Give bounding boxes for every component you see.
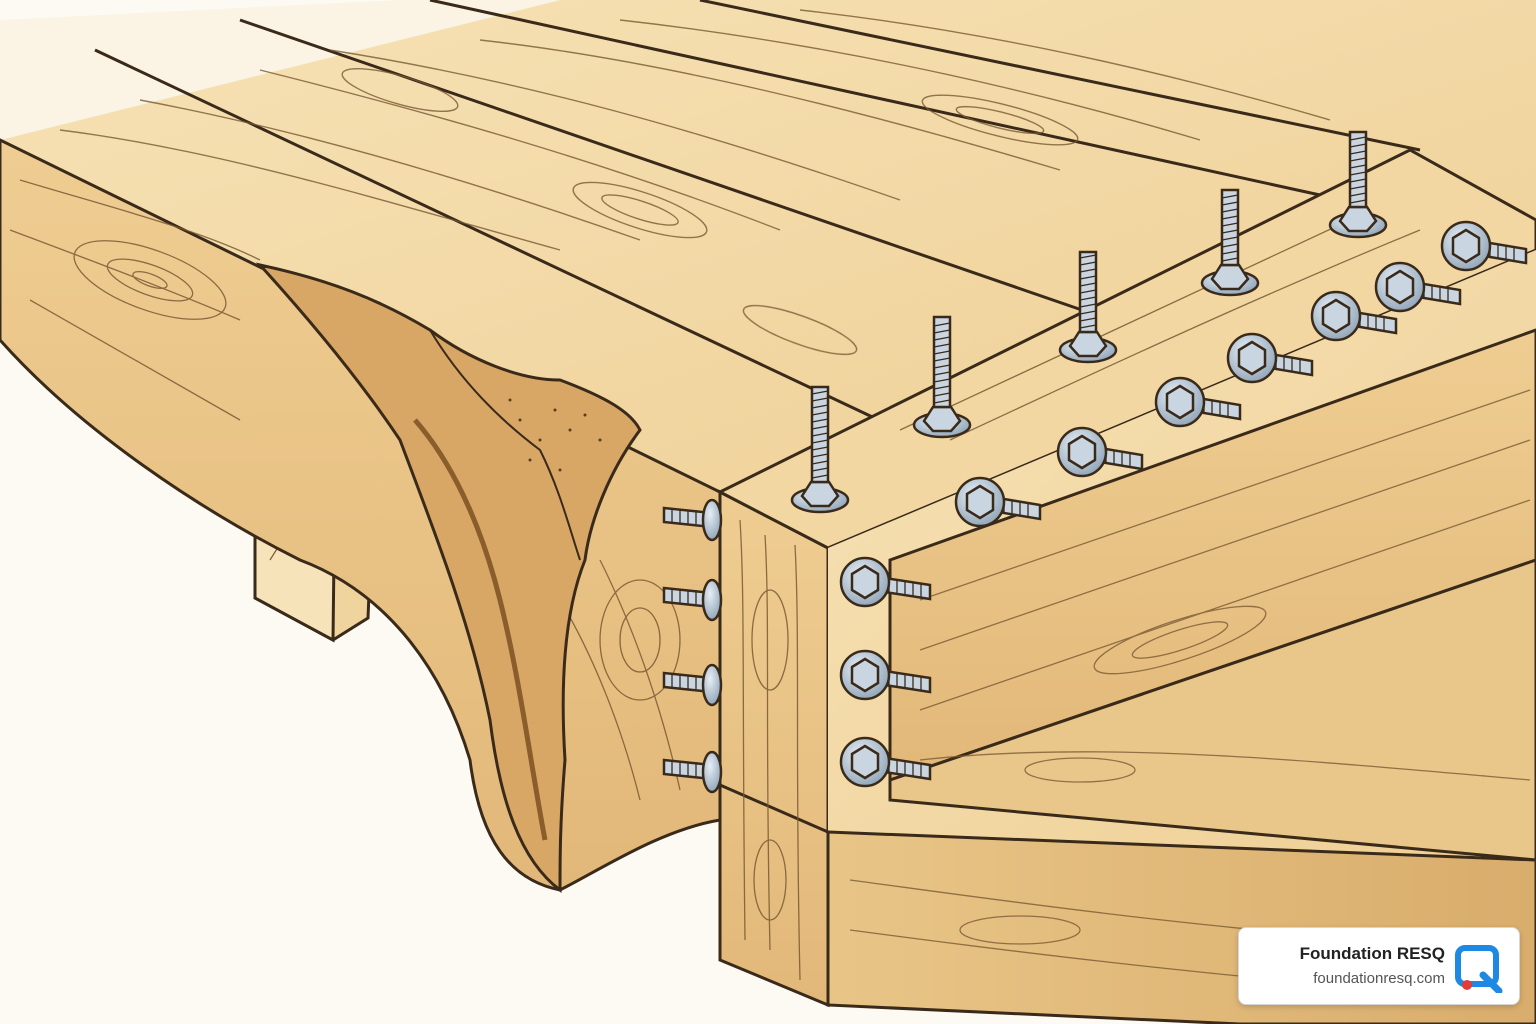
horizontal-bolt (662, 663, 723, 707)
horizontal-bolt (1154, 376, 1242, 428)
horizontal-bolt (839, 649, 932, 701)
brand-url: foundationresq.com (1313, 970, 1445, 987)
watermark-badge: Foundation RESQ foundationresq.com (1238, 927, 1520, 1005)
vertical-bolt (912, 315, 972, 439)
cracked-beam (0, 138, 722, 894)
horizontal-bolt (662, 578, 723, 622)
vertical-bolt (1200, 188, 1260, 297)
q-logo-icon (1455, 945, 1503, 993)
vertical-bolt (790, 385, 850, 514)
horizontal-bolt (839, 556, 932, 608)
horizontal-bolt (662, 498, 723, 542)
sister-post (716, 148, 1536, 1008)
horizontal-bolt (1226, 332, 1314, 384)
horizontal-bolt (1056, 426, 1144, 478)
horizontal-bolt (1440, 220, 1528, 272)
bolts-group (662, 130, 1528, 794)
horizontal-bolt (1310, 290, 1398, 342)
deck-top (0, 0, 1536, 492)
brand-name: Foundation RESQ (1299, 944, 1445, 963)
vertical-bolt (1328, 130, 1388, 239)
horizontal-bolt (954, 476, 1042, 528)
horizontal-bolt (662, 750, 723, 794)
vertical-bolt (1058, 250, 1118, 364)
horizontal-bolt (1374, 261, 1462, 313)
horizontal-bolt (839, 736, 932, 788)
